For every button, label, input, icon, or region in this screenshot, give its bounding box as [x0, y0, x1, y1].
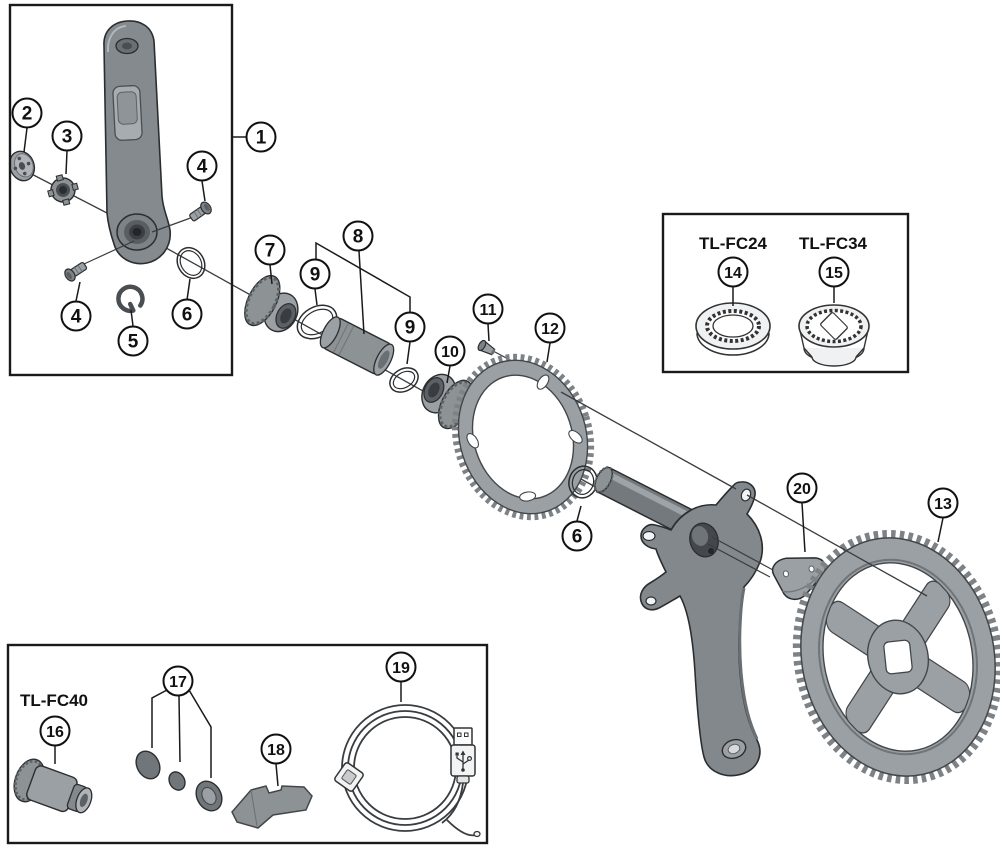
grommet-large	[135, 750, 161, 780]
seal-ring-b	[389, 367, 419, 393]
grommet-ring-inner	[201, 786, 217, 806]
svg-text:2: 2	[22, 104, 33, 125]
crank-unit-box-border	[8, 3, 234, 377]
svg-text:17: 17	[169, 674, 187, 691]
callout-13: 13	[927, 487, 959, 519]
spider-tab-hole-left	[642, 530, 656, 542]
bb-sleeve	[319, 316, 395, 376]
svg-text:11: 11	[480, 302, 497, 319]
callout-11: 11	[472, 293, 504, 325]
usb-icon	[456, 753, 470, 769]
svg-text:6: 6	[182, 305, 193, 326]
svg-text:20: 20	[793, 481, 811, 498]
axle-boss-spline	[132, 228, 142, 236]
cable-tip	[473, 830, 481, 838]
leader-lines	[23, 127, 944, 787]
svg-text:16: 16	[46, 724, 64, 741]
tool-tl-fc40	[13, 758, 93, 814]
svg-text:5: 5	[128, 332, 139, 353]
bolt-guide-lines	[83, 215, 197, 265]
callout-18: 18	[260, 733, 292, 765]
svg-text:12: 12	[541, 321, 559, 338]
grommet-small	[168, 771, 186, 791]
charging-cable	[334, 704, 481, 838]
tool-box-bottom: TL-FC40	[6, 643, 489, 845]
svg-text:4: 4	[71, 307, 82, 328]
left-crank-arm-body	[103, 20, 171, 265]
tool-box-top: TL-FC24 TL-FC34	[661, 212, 910, 374]
outer-chainring	[792, 529, 1000, 785]
svg-text:10: 10	[441, 344, 459, 361]
callout-6-right: 6	[561, 520, 593, 552]
svg-text:9: 9	[310, 265, 321, 286]
svg-text:14: 14	[724, 265, 742, 282]
stopper-plate	[47, 174, 79, 206]
bearing-cup-left	[244, 274, 299, 333]
left-crank-highlight	[106, 25, 127, 53]
callout-12: 12	[534, 312, 566, 344]
callout-9-left: 9	[299, 258, 331, 290]
spider-tab-hole-lower	[645, 596, 657, 606]
battery-port-dot	[708, 548, 714, 554]
callout-15: 15	[818, 256, 850, 288]
left-crank-arm	[103, 20, 171, 265]
svg-text:19: 19	[392, 660, 410, 677]
tool-tl-fc24	[695, 302, 771, 356]
cleat-plate-fold	[250, 789, 258, 827]
svg-text:8: 8	[353, 227, 364, 248]
axis-line-chainring	[560, 391, 928, 597]
callouts: 1 2 3 4 4 5 6 6 7 8 9 9 10 11 12 13 14 1…	[11, 97, 959, 765]
callout-8: 8	[342, 220, 374, 252]
tool-label-fc40: TL-FC40	[20, 691, 88, 710]
battery-port-inner	[691, 526, 709, 546]
right-crank-shading	[738, 587, 759, 740]
tool-label-fc34: TL-FC34	[799, 234, 868, 253]
callout-5: 5	[117, 325, 149, 357]
svg-text:9: 9	[405, 318, 416, 339]
callout-14: 14	[717, 256, 749, 288]
callout-20: 20	[786, 472, 818, 504]
callout-4-upper: 4	[186, 150, 218, 182]
svg-text:4: 4	[197, 157, 208, 178]
pedal-hole-top-inner	[122, 42, 132, 50]
crank-cap	[8, 150, 36, 182]
svg-text:7: 7	[265, 241, 276, 262]
callout-9-right: 9	[394, 311, 426, 343]
grommet-set	[135, 750, 223, 812]
tool-tl-fc34	[798, 304, 870, 367]
usb-connector	[441, 727, 476, 824]
svg-text:13: 13	[934, 496, 952, 513]
callout-17: 17	[162, 665, 194, 697]
right-crank-arm-body	[639, 481, 764, 777]
callout-1: 1	[245, 121, 277, 153]
svg-text:18: 18	[267, 742, 285, 759]
inner-chainring	[451, 353, 595, 521]
fixing-bolt-upper	[189, 201, 212, 222]
svg-text:3: 3	[62, 127, 73, 148]
pedal-hole-bottom-inner	[727, 743, 741, 755]
callout-16: 16	[39, 715, 71, 747]
callout-4-lower: 4	[60, 300, 92, 332]
right-crank-arm	[639, 481, 764, 777]
o-ring-left	[176, 246, 206, 280]
svg-text:15: 15	[825, 265, 843, 282]
callout-6-left: 6	[171, 298, 203, 330]
snap-ring	[116, 284, 145, 314]
callout-7: 7	[254, 234, 286, 266]
svg-text:6: 6	[572, 527, 583, 548]
callout-10: 10	[434, 335, 466, 367]
battery-cover	[112, 85, 143, 141]
fixing-bolt-lower	[64, 262, 88, 282]
charge-plug	[334, 762, 364, 792]
callout-19: 19	[385, 651, 417, 683]
tool-label-fc24: TL-FC24	[699, 234, 768, 253]
callout-3: 3	[51, 120, 83, 152]
svg-text:1: 1	[256, 128, 267, 149]
callout-2: 2	[11, 97, 43, 129]
